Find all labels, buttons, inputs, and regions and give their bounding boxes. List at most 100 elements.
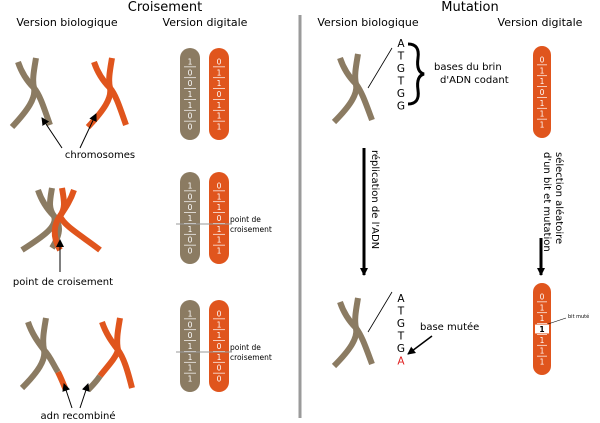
crossover-dig-label-2a: point de [230,343,261,352]
mutated-bit-label: bit muté [568,313,589,320]
mutation-digital-header: Version digitale [498,16,583,29]
crossover-dig-label-2b: croisement [230,353,272,362]
chromosome-brown-1 [9,57,53,130]
crossover-dig-label-1b: croisement [230,225,272,234]
chromosome-arrow-2 [79,113,97,149]
bit-value: 1 [188,181,193,190]
bit-bar [180,48,200,140]
bit-value: 0 [217,342,222,351]
mutation-chromosome-before [331,53,375,125]
bit-value: 1 [539,325,544,334]
bit-value: 1 [217,192,222,201]
bit-value: 0 [217,309,222,318]
bit-bar [533,46,551,138]
bit-value: 0 [188,203,193,212]
bit-value: 0 [188,79,193,88]
bit-value: 0 [540,55,545,64]
bit-value: 1 [188,375,193,384]
bit-value: 0 [188,192,193,201]
mutation-title: Mutation [441,0,498,15]
bit-value: 1 [217,331,222,340]
mutated-base-label: base mutée [420,321,479,333]
chromosome-pair-crossing [20,187,102,253]
bit-value: 1 [188,90,193,99]
bit-value: 1 [217,353,222,362]
bit-value: 1 [540,347,545,356]
crossover-dig-label-1a: point de [230,215,261,224]
bit-value: 1 [188,309,193,318]
bit-value: 0 [217,90,222,99]
bit-bar [180,172,200,264]
bit-value: 1 [540,110,545,119]
bit-value: 1 [188,225,193,234]
bit-value: 1 [540,99,545,108]
chromosome-arrow-1 [41,117,63,149]
bit-bar [180,300,200,392]
bit-value: 1 [188,57,193,66]
dna-base: G [397,318,405,330]
dna-base: T [397,306,405,318]
bit-value: 1 [540,336,545,345]
bit-value: 1 [217,203,222,212]
dna-base: T [397,51,405,63]
bit-value: 0 [540,292,545,301]
bit-value: 1 [217,79,222,88]
bit-value: 0 [540,88,545,97]
bit-value: 1 [540,358,545,367]
bit-value: 1 [217,320,222,329]
bases-label-1: bases du brin [434,62,502,73]
bit-value: 0 [188,247,193,256]
recombined-chromosome-2 [85,317,135,393]
bit-value: 1 [217,225,222,234]
mutation-chromosome-after [331,297,375,369]
bit-value: 1 [540,314,545,323]
bit-value: 0 [217,214,222,223]
chromosome-orange-1 [85,57,129,130]
bit-value: 0 [188,236,193,245]
bit-value: 1 [217,68,222,77]
bit-bar [209,172,229,264]
selection-label-1: sélection aléatoire [553,152,565,244]
mutated-bit-box [535,324,549,334]
bit-value: 1 [540,121,545,130]
bit-value: 1 [188,364,193,373]
bit-value: 1 [540,66,545,75]
bit-value: 0 [217,57,222,66]
bit-bar [209,300,229,392]
crossover-point-label: point de croisement [13,277,113,288]
recombined-label: adn recombiné [40,410,115,422]
bit-value: 1 [217,123,222,132]
dna-base: T [397,76,405,88]
dna-base: G [397,88,405,100]
mutation-bio-header: Version biologique [317,16,418,29]
bit-value: 1 [188,342,193,351]
bit-value: 1 [540,303,545,312]
dna-base: A [397,38,405,50]
recombined-arrow-2 [79,383,90,409]
dna-connector-before [367,47,393,89]
bases-label-2: d'ADN codant [440,75,509,86]
dna-connector-after [367,291,393,333]
bit-value: 0 [188,123,193,132]
recombined-chromosome-1 [19,317,69,392]
dna-base: T [397,331,405,343]
bit-value: 1 [217,247,222,256]
mutated-bit-arrow [547,317,567,325]
bit-value: 0 [188,331,193,340]
dna-base: A [397,356,405,368]
croisement-title: Croisement [128,0,202,15]
bit-value: 1 [217,236,222,245]
bit-value: 0 [217,364,222,373]
dna-base: A [397,293,405,305]
dna-base: G [397,343,405,355]
replication-label: réplication de l'ADN [369,150,381,249]
bit-value: 0 [217,375,222,384]
dna-base: G [397,101,405,113]
recombined-arrow-1 [62,383,73,409]
